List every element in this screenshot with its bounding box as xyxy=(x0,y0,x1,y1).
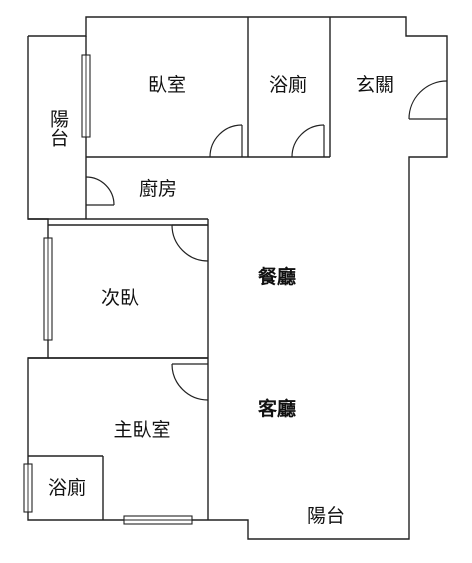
label-balcony-left: 陽台 xyxy=(47,109,68,147)
label-foyer: 玄關 xyxy=(356,74,394,96)
label-balcony-bottom: 陽台 xyxy=(307,505,345,527)
label-master-bedroom: 主臥室 xyxy=(113,419,170,441)
master-bedroom-window xyxy=(123,515,193,525)
bath-top-door xyxy=(291,124,325,158)
label-kitchen: 廚房 xyxy=(139,177,177,200)
second-bedroom-door xyxy=(171,224,209,262)
label-bedroom: 臥室 xyxy=(148,74,186,96)
label-bath-master: 浴廁 xyxy=(48,476,86,499)
bedroom-door xyxy=(209,124,243,158)
doors xyxy=(85,80,448,401)
label-bath-top: 浴廁 xyxy=(269,73,307,96)
kitchen-balcony-door xyxy=(85,176,115,206)
windows xyxy=(23,54,193,525)
label-living: 客廳 xyxy=(258,397,296,420)
second-bedroom-window xyxy=(43,237,53,341)
master-bedroom-door xyxy=(171,363,209,401)
bedroom-window xyxy=(81,54,91,138)
master-bath-window xyxy=(23,463,33,513)
label-dining: 餐廳 xyxy=(258,265,296,288)
room-labels: 臥室 浴廁 玄關 陽台 廚房 次臥 餐廳 主臥室 客廳 浴廁 陽台 xyxy=(47,73,394,527)
entrance-door xyxy=(408,80,448,120)
label-second-bedroom: 次臥 xyxy=(101,287,139,309)
